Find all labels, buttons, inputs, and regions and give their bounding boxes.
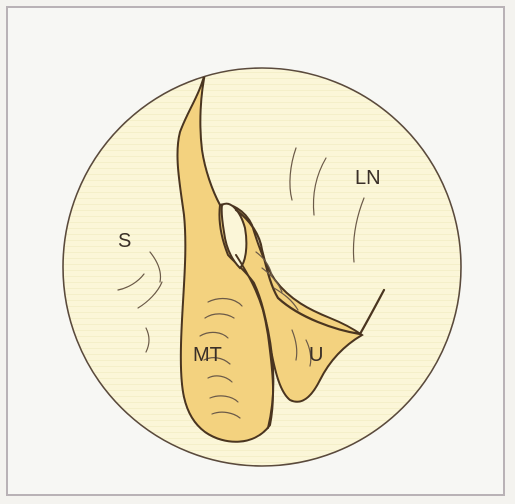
label-septum: S [118, 230, 131, 252]
label-uncinate-process: U [309, 344, 323, 366]
label-lateral-nasal-wall: LN [355, 167, 381, 189]
label-middle-turbinate: MT [193, 344, 222, 366]
